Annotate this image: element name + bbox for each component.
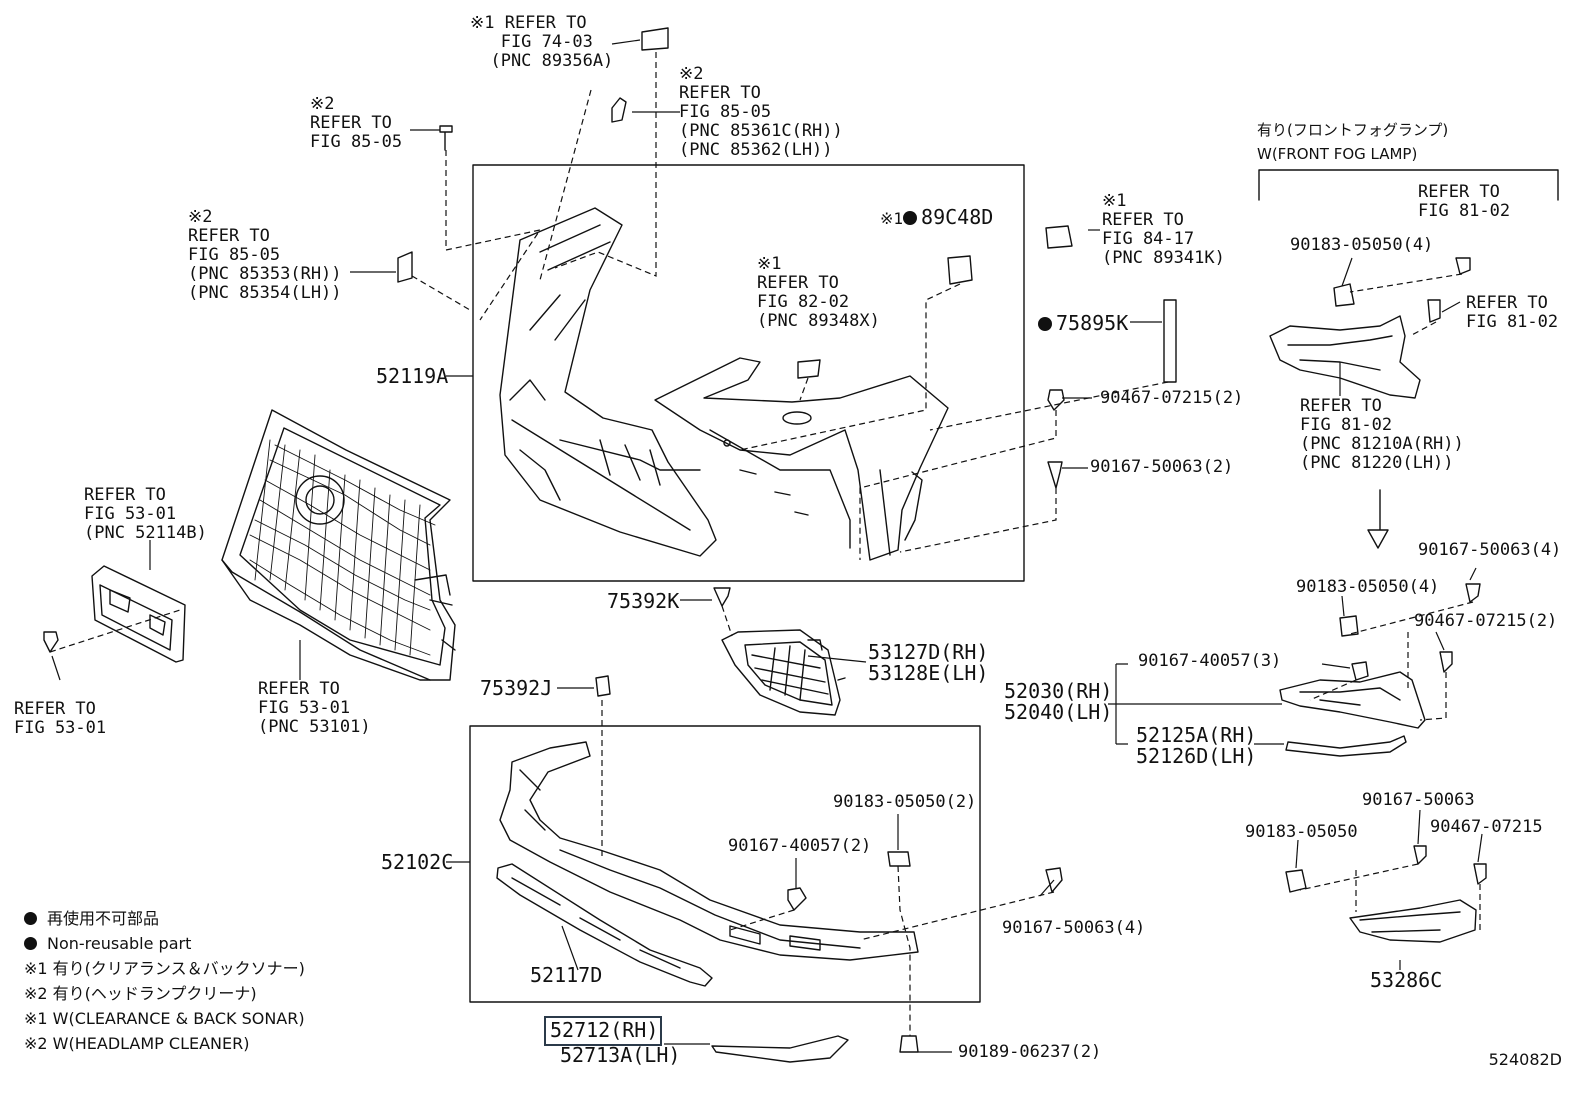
label-90467-07215-2: 90467-07215(2) [1100,388,1244,408]
label-90183-05050-2: 90183-05050(2) [833,792,977,812]
grille-drawing [221,409,456,681]
legend-note2-jp: ※2 有り(ヘッドランプクリーナ) [24,984,257,1003]
label-52102c: 52102C [381,850,454,874]
label-ref-fig-74-03: ※1 REFER TO FIG 74-03 (PNC 89356A) [470,13,614,71]
non-reusable-marker [1038,317,1052,331]
fog-lamp-bracket-outline [1258,169,1559,201]
fog-bracket-drawing [1279,671,1426,729]
lower-spoiler-group-box [469,725,981,1003]
label-fog-en: W(FRONT FOG LAMP) [1257,145,1418,163]
bumper-cover-group-box [472,164,1025,582]
legend-note1-en: ※1 W(CLEARANCE & BACK SONAR) [24,1009,305,1028]
lower-cover-drawing [711,1035,849,1063]
splash-shield-drawing [1349,899,1477,943]
non-reusable-marker [903,211,918,225]
label-90183-05050-4-a: 90183-05050(4) [1290,235,1434,255]
label-90467-07215: 90467-07215 [1430,817,1543,837]
legend: 再使用不可部品 Non-reusable part ※1 有り(クリアランス＆バ… [24,906,305,1056]
bullet-icon [24,912,37,925]
bumper-cover-drawing [499,207,949,561]
label-89c48d: ※1 89C48D [880,207,993,229]
direction-arrow [1367,489,1389,549]
label-89c48d-prefix: ※1 [880,209,904,228]
label-53127d: 53127D(RH) 53128E(LH) [868,640,989,685]
label-90183-05050-4-b: 90183-05050(4) [1296,577,1440,597]
reinforcement-drawing [496,863,713,987]
label-ref-fig-53-01-bottom: REFER TO FIG 53-01 [14,699,107,738]
legend-note2-en: ※2 W(HEADLAMP CLEANER) [24,1034,250,1053]
label-fog-jp: 有り(フロントフォグランプ) [1257,121,1449,139]
label-52119a: 52119A [376,364,449,388]
label-90167-50063-2: 90167-50063(2) [1090,457,1234,477]
label-90167-40057-3: 90167-40057(3) [1138,651,1282,671]
fog-lamp-drawing [1269,315,1421,399]
label-ref-fig-81-02-a: REFER TO FIG 81-02 [1418,182,1511,221]
side-garnish-drawing [721,629,846,716]
label-ref-fig-85-05-left: ※2 REFER TO FIG 85-05 (PNC 85353(RH)) (P… [188,207,342,303]
sheet-id: 524082D [1488,1050,1562,1069]
label-52030: 52030(RH) 52040(LH) [1004,679,1113,724]
fasteners [43,27,1487,1053]
label-52125a: 52125A(RH) 52126D(LH) [1136,723,1257,768]
legend-non-reusable-en: Non-reusable part [24,931,305,956]
label-ref-fig-81-02-c: REFER TO FIG 81-02 (PNC 81210A(RH)) (PNC… [1300,396,1464,473]
bullet-icon [24,937,37,950]
label-90183-05050: 90183-05050 [1245,822,1358,842]
label-53286c: 53286C [1370,968,1443,992]
label-89c48d-number: 89C48D [921,205,994,229]
label-75392j: 75392J [480,676,553,700]
fog-garnish-drawing [1285,735,1407,757]
label-52117d: 52117D [530,963,603,987]
label-75895k-number: 75895K [1056,311,1129,335]
license-bracket-drawing [91,565,186,663]
label-75895k: 75895K [1038,313,1128,334]
label-ref-fig-84-17: ※1 REFER TO FIG 84-17 (PNC 89341K) [1102,191,1225,268]
legend-non-reusable-jp: 再使用不可部品 [24,906,305,931]
label-90167-50063-4-center: 90167-50063(4) [1002,918,1146,938]
grille-mesh [249,439,436,656]
lower-spoiler-drawing [499,741,919,961]
label-52712[interactable]: 52712(RH) [550,1018,659,1042]
label-ref-fig-85-05-top: ※2 REFER TO FIG 85-05 (PNC 85361C(RH)) (… [679,64,843,160]
label-90189-06237: 90189-06237(2) [958,1042,1102,1062]
label-ref-fig-82-02: ※1 REFER TO FIG 82-02 (PNC 89348X) [757,254,880,331]
label-ref-fig-81-02-b: REFER TO FIG 81-02 [1466,293,1559,332]
label-75392k: 75392K [607,589,680,613]
label-ref-fig-53-01-grille: REFER TO FIG 53-01 (PNC 53101) [258,679,371,737]
legend-note1-jp: ※1 有り(クリアランス＆バックソナー) [24,959,305,978]
label-ref-fig-53-01-top: REFER TO FIG 53-01 (PNC 52114B) [84,485,207,543]
label-90467-07215-2-right: 90467-07215(2) [1414,611,1558,631]
label-ref-fig-85-05-bolt: ※2 REFER TO FIG 85-05 [310,94,403,152]
label-90167-50063: 90167-50063 [1362,790,1475,810]
label-52713a: 52713A(LH) [560,1043,681,1067]
highlight-box [544,1016,662,1046]
label-90167-50063-4-right: 90167-50063(4) [1418,540,1562,560]
label-90167-40057-2: 90167-40057(2) [728,836,872,856]
